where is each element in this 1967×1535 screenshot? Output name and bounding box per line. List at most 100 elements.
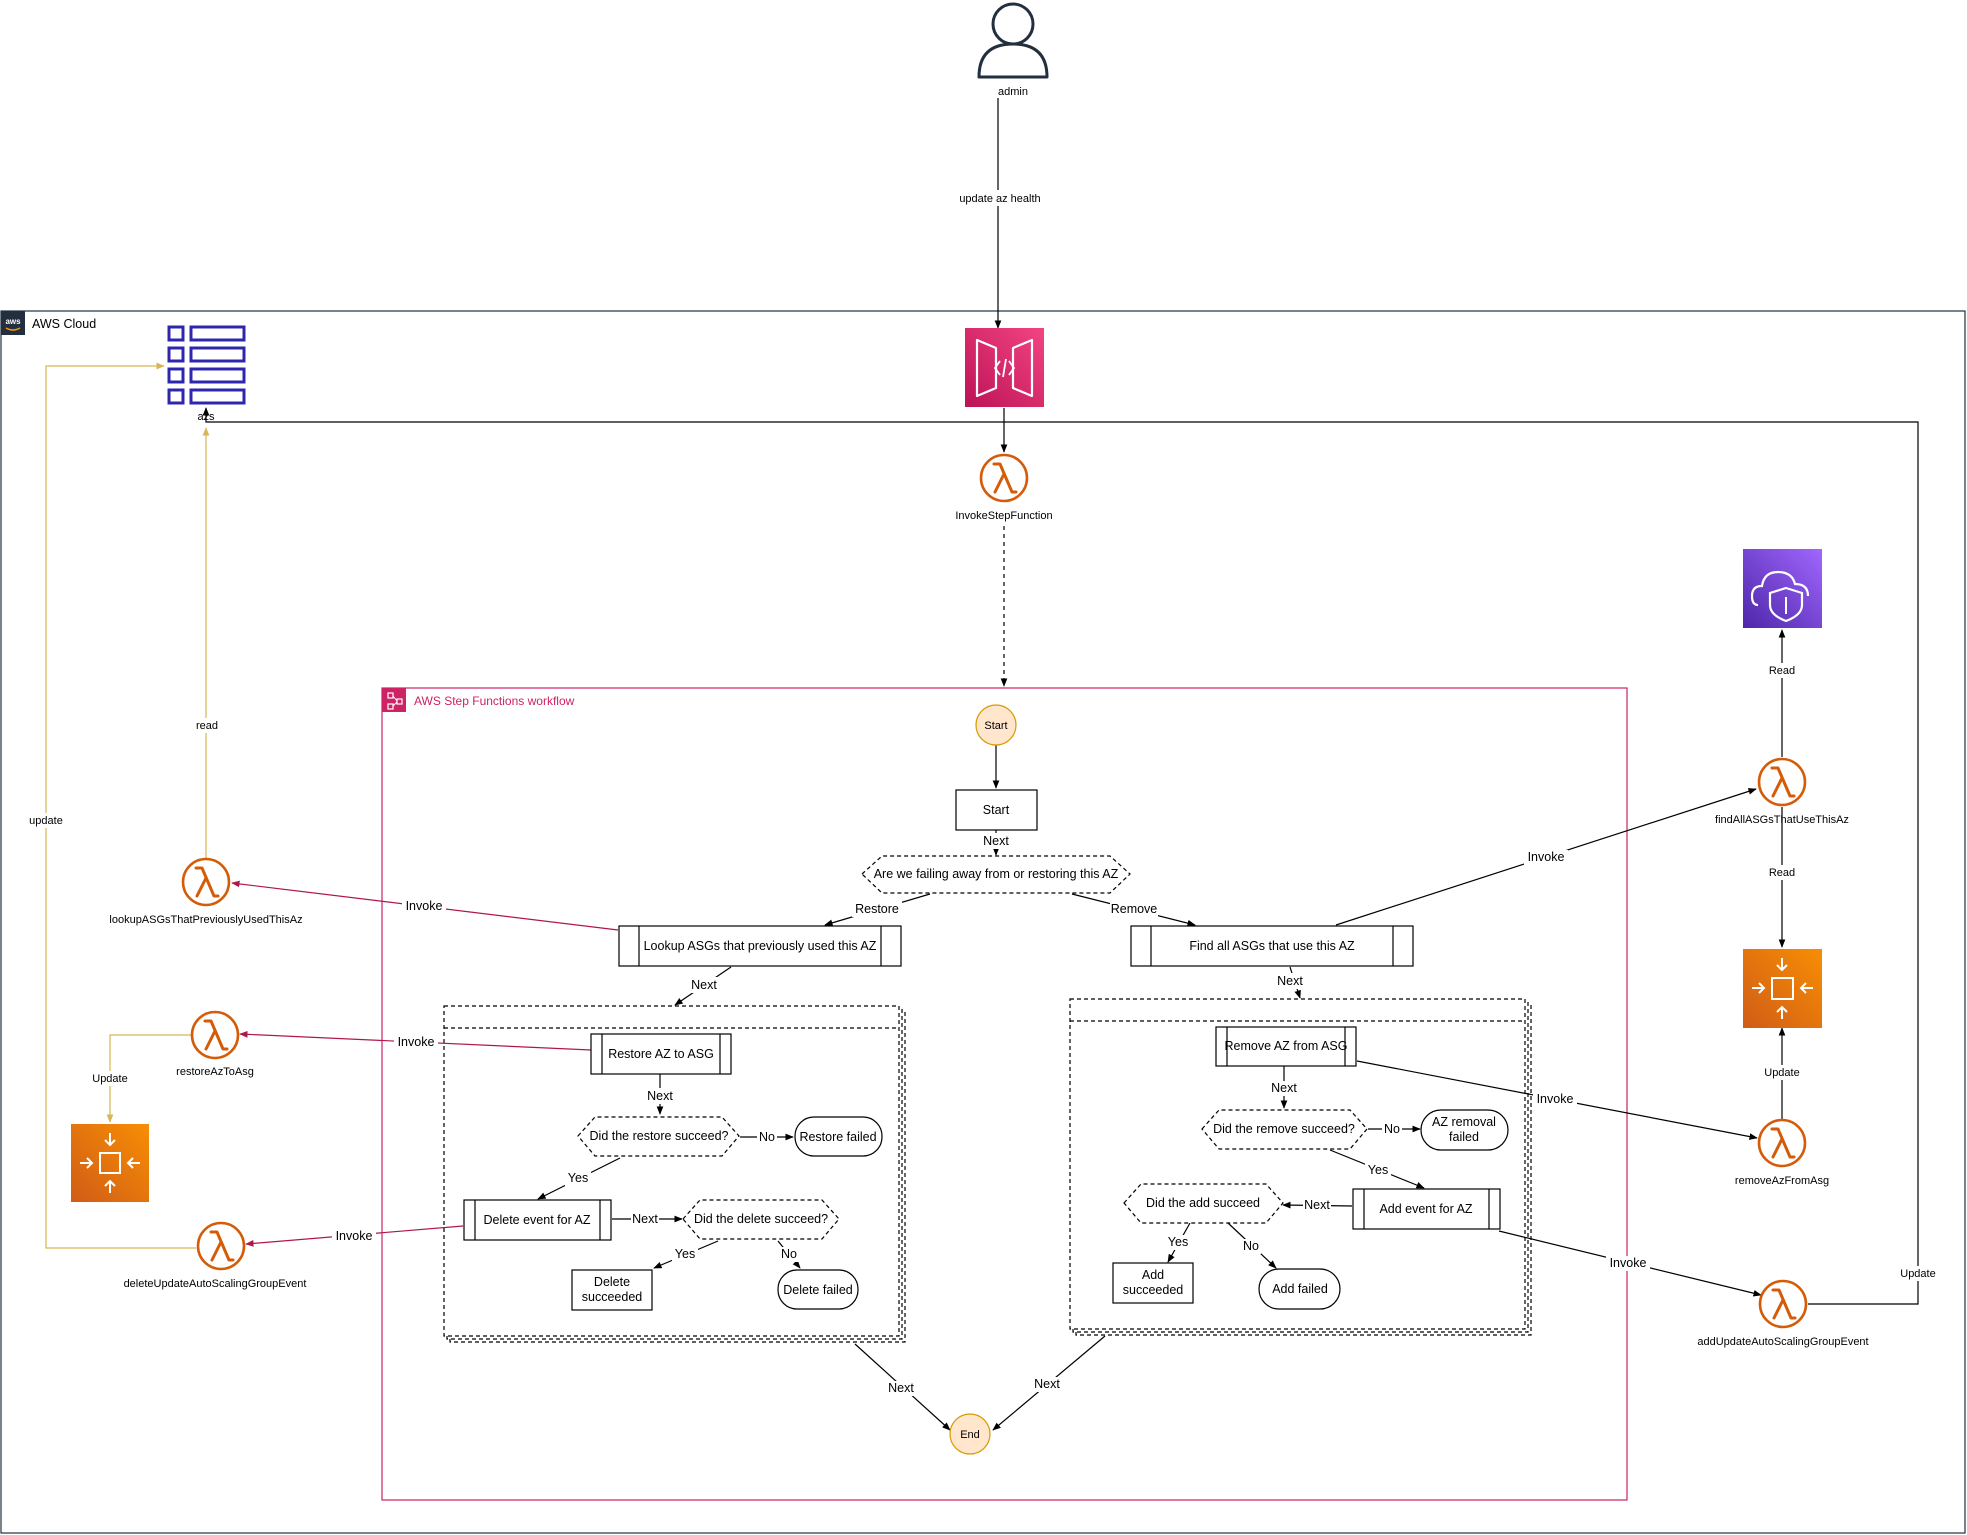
- start-circle[interactable]: Start: [975, 704, 1017, 746]
- step-functions-icon: [382, 688, 406, 712]
- direction-decision[interactable]: Are we failing away from or restoring th…: [861, 855, 1131, 894]
- edge-label-update: Update: [1764, 1067, 1799, 1079]
- lambda-find-all-asgs[interactable]: findAllASGsThatUseThisAz: [1715, 757, 1849, 826]
- lambda-lookup-asgs[interactable]: lookupASGsThatPreviouslyUsedThisAz: [109, 857, 303, 926]
- remove-check-decision[interactable]: Did the remove succeed?: [1201, 1109, 1368, 1150]
- edge-label-remove: Remove: [1111, 902, 1158, 916]
- start-task[interactable]: Start: [955, 789, 1038, 831]
- edge-label-no: No: [759, 1130, 775, 1144]
- edge-label-yes: Yes: [1368, 1163, 1388, 1177]
- lookup-asgs-task[interactable]: Lookup ASGs that previously used this AZ: [618, 925, 902, 967]
- delete-event-task[interactable]: Delete event for AZ: [463, 1199, 612, 1241]
- end-circle-label: End: [960, 1429, 980, 1441]
- delete-event-task-label: Delete event for AZ: [483, 1213, 590, 1227]
- aws-logo-icon: aws: [1, 311, 25, 335]
- edge-label-yes: Yes: [675, 1247, 695, 1261]
- add-check-decision[interactable]: Did the add succeed: [1123, 1183, 1284, 1224]
- user-icon: [977, 2, 1049, 79]
- edge-label-update: update: [29, 815, 63, 827]
- edge-label-next: Next: [1034, 1377, 1060, 1391]
- admin-user[interactable]: admin: [977, 2, 1049, 98]
- find-all-asgs-label: findAllASGsThatUseThisAz: [1715, 814, 1849, 826]
- lambda-restore-az-to-asg[interactable]: restoreAzToAsg: [176, 1010, 254, 1078]
- edge-label-next: Next: [1271, 1081, 1297, 1095]
- lambda-icon: [181, 857, 231, 907]
- lambda-icon: [1757, 757, 1807, 807]
- aws-cloud-label: AWS Cloud: [32, 317, 96, 331]
- az-removal-failed-state[interactable]: AZ removal failed: [1420, 1109, 1509, 1151]
- add-succeeded-label: succeeded: [1123, 1283, 1184, 1297]
- auto-scaling-group-right[interactable]: [1743, 949, 1822, 1028]
- restore-failed-state[interactable]: Restore failed: [794, 1116, 883, 1157]
- invoke-step-function-label: InvokeStepFunction: [955, 510, 1052, 522]
- restore-az-task-label: Restore AZ to ASG: [608, 1047, 714, 1061]
- auto-scaling-group-left[interactable]: [71, 1124, 149, 1202]
- start-task-label: Start: [983, 803, 1010, 817]
- edge-label-next: Next: [647, 1089, 673, 1103]
- restore-az-task[interactable]: Restore AZ to ASG: [590, 1033, 732, 1075]
- azs-label: azs: [197, 411, 215, 423]
- find-asgs-task-label: Find all ASGs that use this AZ: [1189, 939, 1355, 953]
- edge-label-read: read: [196, 720, 218, 732]
- edge-label-invoke: Invoke: [1610, 1256, 1647, 1270]
- restore-check-label: Did the restore succeed?: [590, 1129, 729, 1143]
- start-circle-label: Start: [984, 720, 1007, 732]
- remove-az-task[interactable]: Remove AZ from ASG: [1215, 1026, 1357, 1067]
- lambda-icon: [196, 1221, 246, 1271]
- aws-cloud-group: aws AWS Cloud: [0, 310, 1966, 1534]
- edge-label-invoke: Invoke: [406, 899, 443, 913]
- edge-label-no: No: [1243, 1239, 1259, 1253]
- add-event-task[interactable]: Add event for AZ: [1352, 1188, 1501, 1230]
- lambda-icon: [190, 1010, 240, 1060]
- step-functions-label: AWS Step Functions workflow: [414, 694, 575, 708]
- az-removal-failed-label: AZ removal: [1432, 1115, 1496, 1129]
- edge-label-yes: Yes: [1168, 1235, 1188, 1249]
- delete-failed-label: Delete failed: [783, 1283, 853, 1297]
- delete-failed-state[interactable]: Delete failed: [777, 1269, 859, 1310]
- lambda-invoke-step-function[interactable]: InvokeStepFunction: [955, 453, 1053, 522]
- lambda-add-update-asg-event[interactable]: addUpdateAutoScalingGroupEvent: [1697, 1279, 1869, 1348]
- lambda-remove-az-from-asg[interactable]: removeAzFromAsg: [1735, 1118, 1829, 1187]
- lambda-icon: [1757, 1118, 1807, 1168]
- api-gateway[interactable]: [965, 328, 1044, 407]
- lookup-asgs-task-label: Lookup ASGs that previously used this AZ: [644, 939, 877, 953]
- edge-label-update-az-health: update az health: [959, 193, 1040, 205]
- dynamodb-table-azs[interactable]: azs: [167, 325, 246, 423]
- edge-label-invoke: Invoke: [1537, 1092, 1574, 1106]
- lambda-delete-update-asg-event[interactable]: deleteUpdateAutoScalingGroupEvent: [124, 1221, 307, 1290]
- az-removal-failed-label: failed: [1449, 1130, 1479, 1144]
- edge-label-invoke: Invoke: [1528, 850, 1565, 864]
- direction-decision-label: Are we failing away from or restoring th…: [874, 867, 1119, 881]
- restore-az-to-asg-label: restoreAzToAsg: [176, 1066, 254, 1078]
- add-event-task-label: Add event for AZ: [1379, 1202, 1472, 1216]
- lambda-icon: [1758, 1279, 1808, 1329]
- svg-text:aws: aws: [5, 317, 21, 326]
- edge-label-next: Next: [1277, 974, 1303, 988]
- edge-label-next: Next: [983, 834, 1009, 848]
- edge-labels: update az health Next Restore Remove Nex…: [24, 190, 1940, 1396]
- add-check-label: Did the add succeed: [1146, 1196, 1260, 1210]
- edge-label-next: Next: [1304, 1198, 1330, 1212]
- edge-label-next: Next: [691, 978, 717, 992]
- edge-label-read: Read: [1769, 867, 1795, 879]
- restore-check-decision[interactable]: Did the restore succeed?: [577, 1116, 740, 1157]
- add-succeeded-state[interactable]: Add succeeded: [1112, 1262, 1194, 1304]
- end-circle[interactable]: End: [949, 1413, 991, 1455]
- delete-succeeded-label: succeeded: [582, 1290, 643, 1304]
- edges: [45, 91, 1919, 1431]
- restore-failed-label: Restore failed: [799, 1130, 876, 1144]
- edge-label-no: No: [781, 1247, 797, 1261]
- auto-scaling-icon: [1743, 949, 1822, 1028]
- edge-label-update: Update: [92, 1073, 127, 1085]
- add-failed-state[interactable]: Add failed: [1258, 1268, 1341, 1310]
- admin-label: admin: [998, 86, 1028, 98]
- edge-label-invoke: Invoke: [336, 1229, 373, 1243]
- api-gateway-icon: [965, 328, 1044, 407]
- delete-check-decision[interactable]: Did the delete succeed?: [682, 1199, 840, 1240]
- remove-check-label: Did the remove succeed?: [1213, 1122, 1355, 1136]
- security-service[interactable]: [1743, 549, 1822, 628]
- edge-label-restore: Restore: [855, 902, 899, 916]
- edge-label-update: Update: [1900, 1268, 1935, 1280]
- find-asgs-task[interactable]: Find all ASGs that use this AZ: [1130, 925, 1414, 967]
- delete-succeeded-state[interactable]: Delete succeeded: [571, 1269, 653, 1311]
